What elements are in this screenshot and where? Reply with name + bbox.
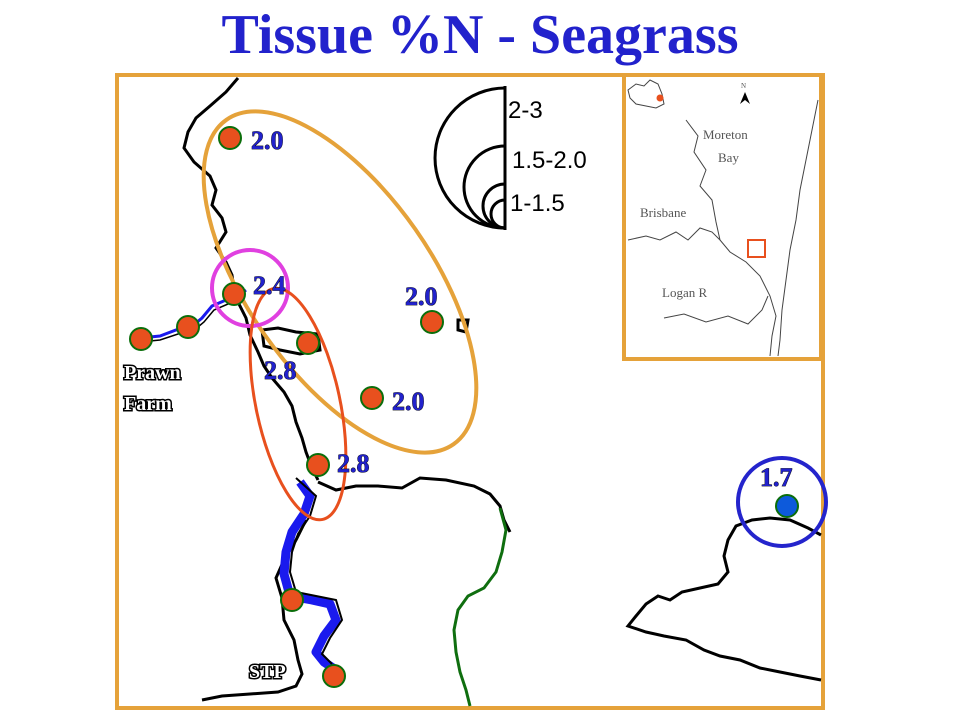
group-circle-blue [736, 456, 828, 548]
prawn-farm-label: Prawn [124, 362, 181, 384]
site-dot [420, 310, 444, 334]
coastline-middle [317, 476, 512, 533]
site-value-label: 2.4 [253, 271, 286, 300]
site-dot-highlight [775, 494, 799, 518]
inset-island-east [777, 99, 819, 357]
site-dot [360, 386, 384, 410]
inset-frame [622, 73, 823, 361]
site-dot [176, 315, 200, 339]
group-ellipse-red [248, 286, 348, 522]
legend-symbol-large [433, 86, 506, 230]
legend-label: 2-3 [508, 97, 543, 124]
site-value-label: 2.0 [251, 126, 284, 155]
legend-symbol-tiny [489, 198, 506, 230]
map-title: Tissue %N - Seagrass [221, 4, 739, 66]
site-dot [280, 588, 304, 612]
legend-symbol-medium [462, 144, 506, 230]
site-dot [322, 664, 346, 688]
inset-label-logan: Logan R [662, 285, 707, 300]
study-area-box [747, 239, 766, 258]
location-dot [656, 94, 664, 102]
inset-label-moreton: Moreton [703, 127, 748, 142]
site-dot [296, 331, 320, 355]
legend-label: 1.5-2.0 [512, 147, 587, 174]
site-value-label: 2.0 [392, 387, 425, 416]
north-arrow-icon [740, 92, 750, 104]
map-frame [115, 73, 825, 710]
site-value-label: 2.0 [405, 282, 438, 311]
inset-logan-river [663, 295, 769, 325]
group-circle-magenta [210, 248, 290, 328]
inset-map: N Moreton Bay Brisbane Logan R [622, 73, 823, 361]
prawn-farm-label: Farm [124, 393, 172, 415]
island-outline [260, 326, 322, 356]
size-legend [433, 86, 507, 230]
north-arrow-label: N [741, 82, 746, 90]
site-dot [218, 126, 242, 150]
coastline-east [625, 516, 822, 682]
inset-label-bay: Bay [718, 150, 739, 165]
inset-label-brisbane: Brisbane [640, 205, 686, 220]
site-markers [129, 126, 799, 688]
stp-label: STP [249, 661, 286, 683]
site-dot [306, 453, 330, 477]
site-value-label: 2.8 [264, 356, 297, 385]
site-value-label: 1.7 [760, 463, 793, 492]
channel-green [452, 507, 508, 707]
site-dot [129, 327, 153, 351]
legend-label: 1-1.5 [510, 190, 565, 217]
group-ellipse-orange [201, 109, 479, 455]
site-dot [222, 282, 246, 306]
inset-river [627, 227, 721, 241]
site-value-label: 2.8 [337, 449, 370, 478]
